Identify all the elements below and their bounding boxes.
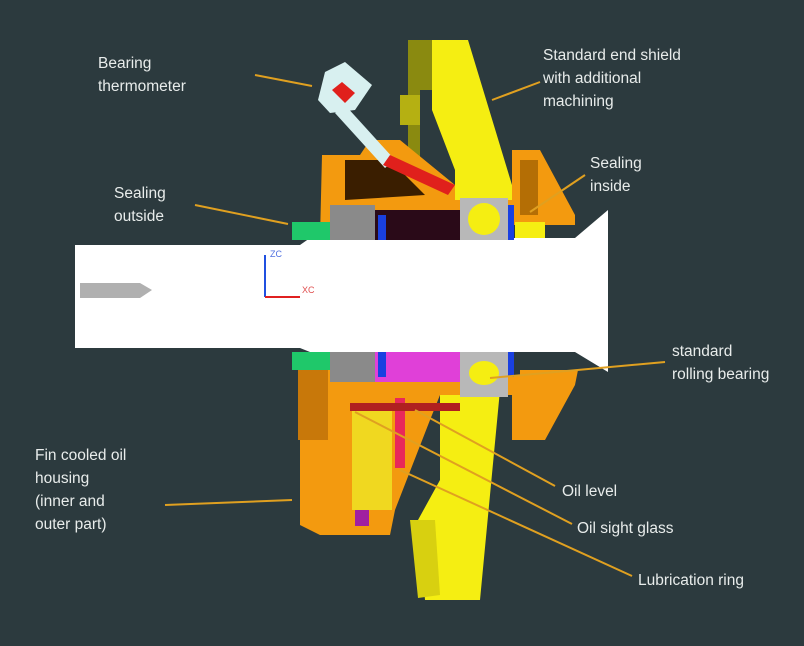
- oil-housing-bottom: [298, 360, 578, 535]
- label-line: rolling bearing: [672, 366, 770, 383]
- leader-lines: [164, 74, 666, 577]
- label-line: machining: [543, 93, 614, 110]
- bearing-thermometer: [318, 62, 455, 195]
- axis-z-label: ZC: [270, 249, 282, 259]
- shaft: [75, 210, 608, 372]
- label-line: (inner and: [35, 493, 105, 510]
- label-line: Bearing: [98, 55, 152, 72]
- label-line: inside: [590, 178, 631, 195]
- seals-and-bearings: [292, 198, 545, 397]
- arrow-end-shield: [491, 81, 541, 101]
- label-oil-sight-glass: Oil sight glass: [577, 520, 674, 537]
- label-line: outer part): [35, 516, 107, 533]
- label-oil-level: Oil level: [562, 483, 618, 500]
- label-line: thermometer: [98, 78, 186, 95]
- end-shield: [400, 40, 512, 600]
- axis-x-label: XC: [302, 285, 315, 295]
- arrow-thermometer: [254, 74, 313, 87]
- label-rolling-bearing: standard rolling bearing: [672, 340, 769, 386]
- line-lubrication-ring: [399, 469, 633, 577]
- label-line: housing: [35, 470, 90, 487]
- line-oil-sight-glass: [354, 411, 573, 525]
- label-line: Sealing: [590, 155, 642, 172]
- label-line: with additional: [543, 70, 642, 87]
- label-line: standard: [672, 343, 733, 360]
- arrow-oil-housing: [164, 499, 293, 506]
- label-end-shield: Standard end shield with additional mach…: [543, 44, 681, 113]
- arrow-sealing-outside: [194, 204, 289, 225]
- line-rolling-bearing: [489, 361, 666, 379]
- label-line: outside: [114, 208, 164, 225]
- label-line: Sealing: [114, 185, 166, 202]
- label-line: Standard end shield: [543, 47, 681, 64]
- coordinate-axes: ZC XC: [264, 249, 315, 298]
- arrow-sealing-inside: [529, 174, 586, 213]
- line-oil-level: [414, 409, 556, 487]
- label-sealing-outside: Sealing outside: [114, 182, 166, 228]
- label-sealing-inside: Sealing inside: [590, 152, 642, 198]
- label-oil-housing: Fin cooled oil housing (inner and outer …: [35, 444, 126, 536]
- label-line: Fin cooled oil: [35, 447, 127, 464]
- label-bearing-thermometer: Bearing thermometer: [98, 52, 186, 98]
- label-lubrication-ring: Lubrication ring: [638, 572, 744, 589]
